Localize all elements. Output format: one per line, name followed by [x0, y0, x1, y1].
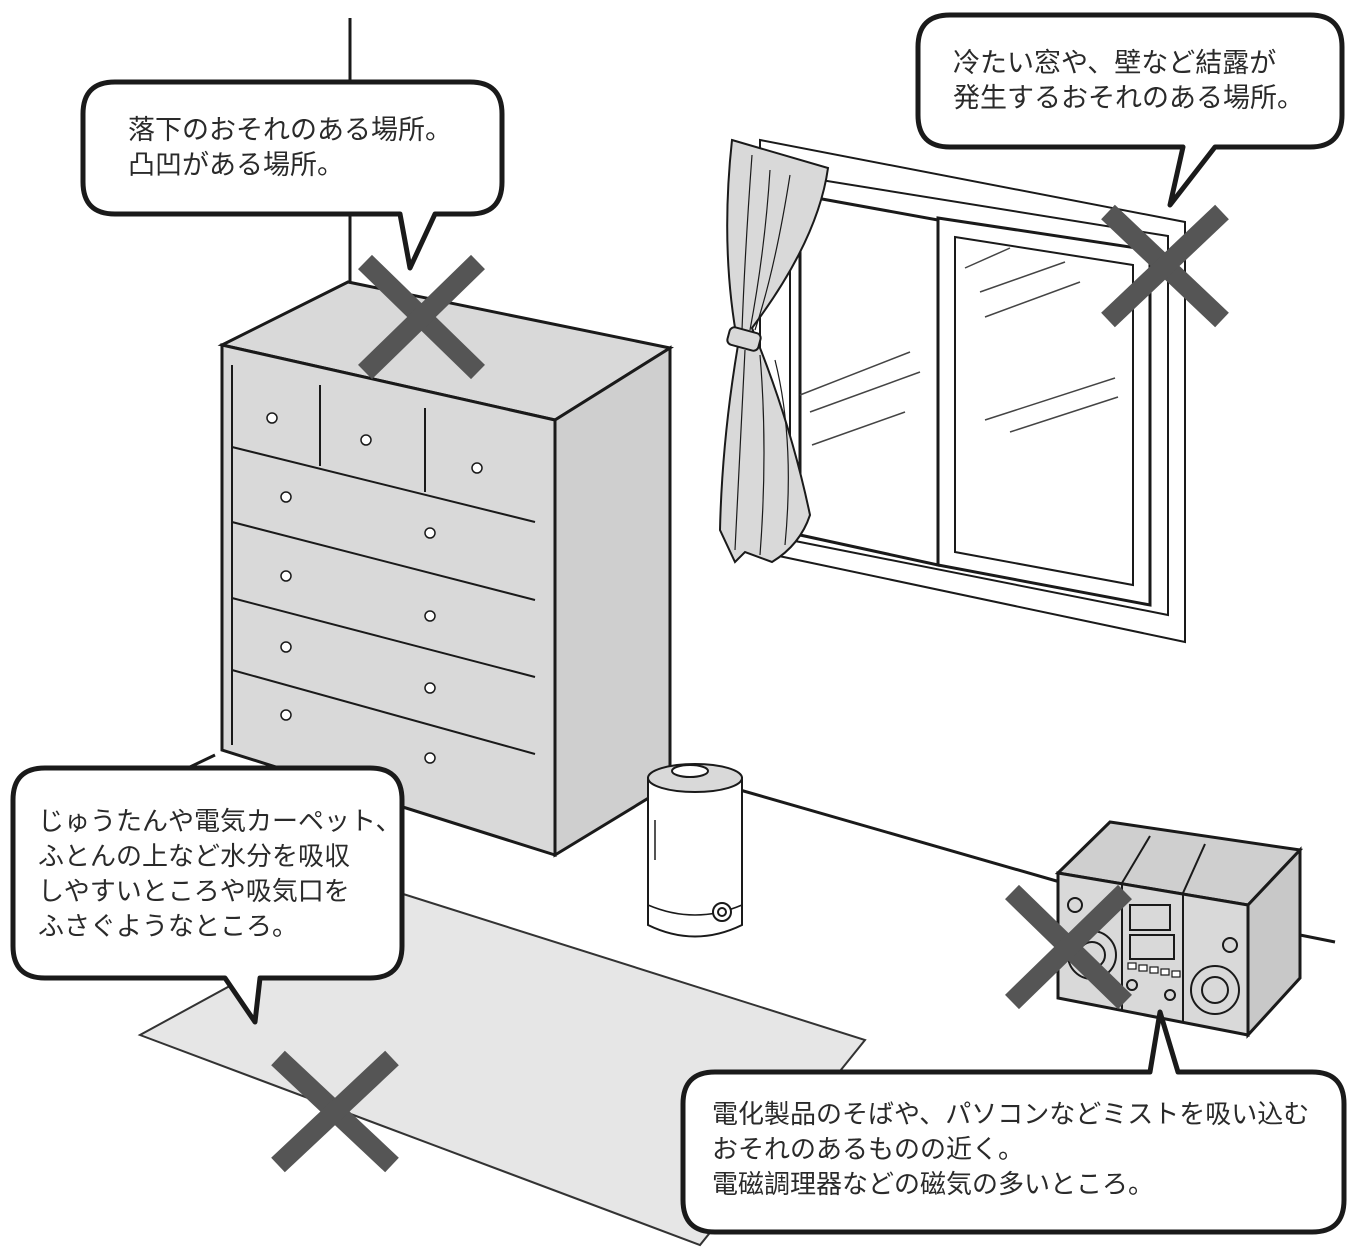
bubble-electronics [680, 1009, 1347, 1235]
bubble-top-of-chest [80, 79, 505, 271]
bubble-cold-window [915, 12, 1345, 208]
callout-electronics: 電化製品のそばや、パソコンなどミストを吸い込む おそれのあるものの近く。 電磁調… [712, 1098, 1309, 1203]
callout-line: 冷たい窓や、壁など結露が [953, 48, 1277, 79]
window [759, 138, 1186, 644]
callout-top-of-chest: 落下のおそれのある場所。 凸凹がある場所。 [128, 113, 452, 183]
curtain [718, 138, 830, 564]
callout-line: 落下のおそれのある場所。 [128, 115, 452, 146]
callout-line: しやすいところや吸気口を [38, 877, 350, 907]
callout-carpet-futon: じゅうたんや電気カーペット、 ふとんの上など水分を吸収 しやすいところや吸気口を… [38, 805, 401, 945]
callout-line: じゅうたんや電気カーペット、 [38, 807, 402, 837]
cross-mark-icon [1101, 204, 1229, 328]
callout-line: おそれのあるものの近く。 [712, 1135, 1025, 1165]
humidifier-icon [647, 763, 743, 938]
callout-line: 電磁調理器などの磁気の多いところ。 [712, 1170, 1155, 1200]
callout-line: ふとんの上など水分を吸収 [38, 842, 351, 872]
cross-mark-icon [358, 254, 485, 380]
cross-mark-icon [1005, 884, 1132, 1010]
callout-cold-window: 冷たい窓や、壁など結露が 発生するおそれのある場所。 [953, 46, 1304, 116]
callout-line: ふさぐようなところ。 [38, 912, 299, 942]
bubble-carpet-futon [10, 765, 405, 1025]
cross-mark-icon [271, 1050, 399, 1173]
callout-line: 発生するおそれのある場所。 [953, 83, 1304, 114]
callout-line: 凸凹がある場所。 [128, 150, 344, 181]
callout-line: 電化製品のそばや、パソコンなどミストを吸い込む [712, 1100, 1310, 1130]
